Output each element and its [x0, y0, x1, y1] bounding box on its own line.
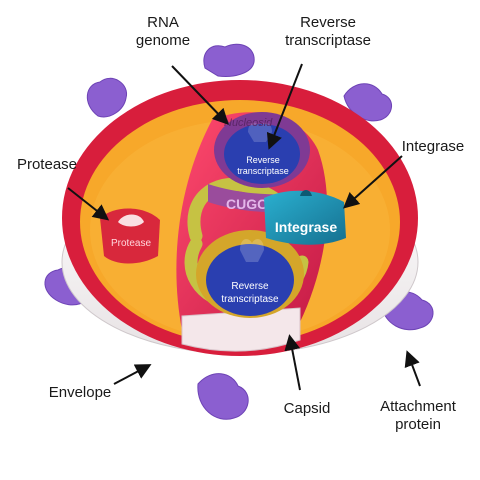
upper-reverse-transcriptase: Nucleosid Reverse transcriptase	[214, 112, 310, 188]
attachment-protein-bottom	[197, 373, 249, 420]
arrow-capsid	[284, 334, 301, 391]
integrase-piece: Integrase	[264, 190, 346, 245]
leader-arrows	[67, 63, 421, 391]
attachment-protein-top-left	[86, 77, 128, 118]
arrow-reverse-transcriptase	[266, 63, 303, 150]
rt-lower-line2: transcriptase	[221, 294, 279, 305]
label-envelope: Envelope	[48, 384, 112, 401]
protease-piece-text: Protease	[111, 238, 151, 249]
label-reverse-transcriptase: Reverse transcriptase	[285, 14, 371, 49]
rt-upper-line2: transcriptase	[237, 166, 289, 176]
rt-lower-line1: Reverse	[231, 281, 269, 292]
label-attachment-protein: Attachment protein	[380, 398, 456, 433]
label-integrase: Integrase	[401, 138, 465, 155]
label-protease: Protease	[16, 156, 78, 173]
label-capsid: Capsid	[283, 400, 331, 417]
rt-upper-line1: Reverse	[246, 155, 280, 165]
arrow-envelope	[113, 364, 152, 385]
lower-reverse-transcriptase: Reverse transcriptase	[196, 230, 304, 318]
attachment-protein-top	[203, 43, 255, 77]
integrase-piece-text: Integrase	[275, 219, 337, 235]
arrow-protease	[67, 187, 110, 221]
label-rna-genome: RNA genome	[135, 14, 191, 49]
arrow-rna-genome	[171, 65, 229, 125]
nucleoside-text: Nucleosid	[224, 117, 273, 129]
arrow-attachment-protein	[404, 350, 421, 387]
protease-piece: Protease	[100, 208, 160, 264]
arrow-integrase	[343, 155, 403, 209]
